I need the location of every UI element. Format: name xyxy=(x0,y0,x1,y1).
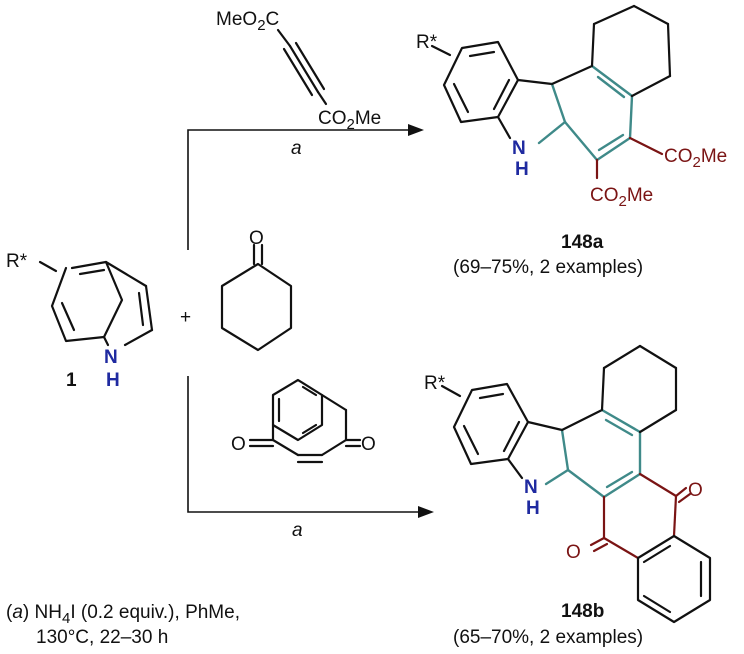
product-148b-nitrogen: N xyxy=(524,477,538,498)
product-148b-substituent: R* xyxy=(424,373,446,394)
product-148a-nitrogen: N xyxy=(512,138,526,159)
product-148a-yield: (69–75%, 2 examples) xyxy=(453,257,643,278)
indole-structure xyxy=(38,260,154,347)
dmad-bottom-ester: CO2Me xyxy=(318,108,381,133)
naphthoquinone-oxygen-left: O xyxy=(231,434,246,455)
product-148b-structure xyxy=(440,344,712,624)
product-148b-oxygen-left: O xyxy=(566,542,581,563)
dmad-top-ester: MeO2C xyxy=(216,9,279,34)
naphthoquinone-structure xyxy=(248,378,362,464)
bottom-arrow-condition: a xyxy=(292,520,303,541)
product-148b-oxygen-right: O xyxy=(688,480,703,501)
product-148a-nh-hydrogen: H xyxy=(515,159,529,180)
product-148a-substituent: R* xyxy=(416,32,438,53)
compound-148b-label: 148b xyxy=(561,601,604,622)
indole-nitrogen: N xyxy=(104,347,118,368)
plus-sign: + xyxy=(180,307,191,328)
top-arrow-condition: a xyxy=(291,138,302,159)
product-148b-yield: (65–70%, 2 examples) xyxy=(453,627,643,648)
alkyne-bond xyxy=(276,28,328,106)
reaction-conditions-line1: (a) NH4I (0.2 equiv.), PhMe, xyxy=(6,602,240,627)
naphthoquinone-oxygen-right: O xyxy=(361,434,376,455)
bottom-reaction-arrow xyxy=(187,376,434,518)
reaction-conditions-line2: 130°C, 22–30 h xyxy=(36,627,168,648)
product-148a-ester-right: CO2Me xyxy=(664,146,727,171)
top-reaction-arrow xyxy=(187,124,424,250)
indole-substituent: R* xyxy=(6,251,28,272)
product-148b-nh-hydrogen: H xyxy=(526,498,540,519)
compound-1-label: 1 xyxy=(66,370,77,391)
indole-nh-hydrogen: H xyxy=(106,370,120,391)
product-148a-structure xyxy=(430,4,672,180)
product-148a-ester-bottom: CO2Me xyxy=(590,185,653,210)
cyclohexanone-oxygen: O xyxy=(249,228,264,249)
compound-148a-label: 148a xyxy=(561,232,604,253)
cyclohexanone-structure xyxy=(220,243,293,352)
